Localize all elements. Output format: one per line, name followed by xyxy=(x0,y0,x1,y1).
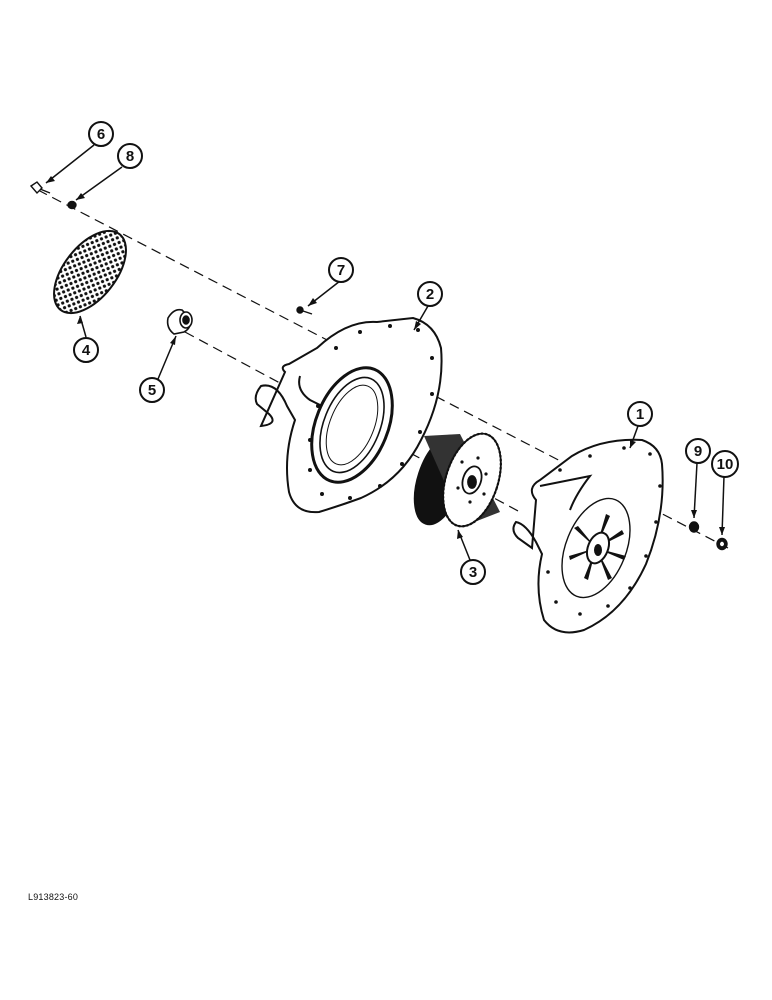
figure-reference: L913823-60 xyxy=(28,892,79,902)
callout-4-label: 4 xyxy=(82,342,91,359)
callout-1-label: 1 xyxy=(636,406,644,423)
callout-7: 7 xyxy=(328,257,354,283)
rear-housing-part-1 xyxy=(512,438,664,634)
callout-3-label: 3 xyxy=(469,564,477,581)
callout-10: 10 xyxy=(711,450,739,478)
leader-8 xyxy=(75,166,123,201)
callout-10-label: 10 xyxy=(717,456,734,473)
impeller-part-3 xyxy=(413,432,502,528)
nut-part-10 xyxy=(716,537,728,551)
callout-2-label: 2 xyxy=(426,286,434,303)
screw-part-7 xyxy=(296,306,313,315)
callout-6-label: 6 xyxy=(97,126,105,143)
leader-9 xyxy=(693,462,698,519)
leader-10 xyxy=(721,475,725,536)
callout-5-label: 5 xyxy=(148,382,156,399)
callout-2: 2 xyxy=(417,281,443,307)
callout-8: 8 xyxy=(117,143,143,169)
callout-7-label: 7 xyxy=(337,262,345,279)
screen-part-4 xyxy=(53,229,127,315)
washer-part-8 xyxy=(67,200,77,210)
leader-arrowheads xyxy=(46,176,725,539)
callout-5: 5 xyxy=(139,377,165,403)
housing-part-2 xyxy=(254,316,443,514)
adapter-part-5 xyxy=(166,308,193,335)
callout-8-label: 8 xyxy=(126,148,134,165)
callout-9-label: 9 xyxy=(694,443,702,460)
callout-3: 3 xyxy=(460,559,486,585)
leader-6 xyxy=(45,144,95,184)
callout-6: 6 xyxy=(88,121,114,147)
callout-1: 1 xyxy=(627,401,653,427)
callout-4: 4 xyxy=(73,337,99,363)
washer-part-9 xyxy=(688,521,700,533)
bolt-part-6 xyxy=(29,181,51,195)
callout-9: 9 xyxy=(685,438,711,464)
